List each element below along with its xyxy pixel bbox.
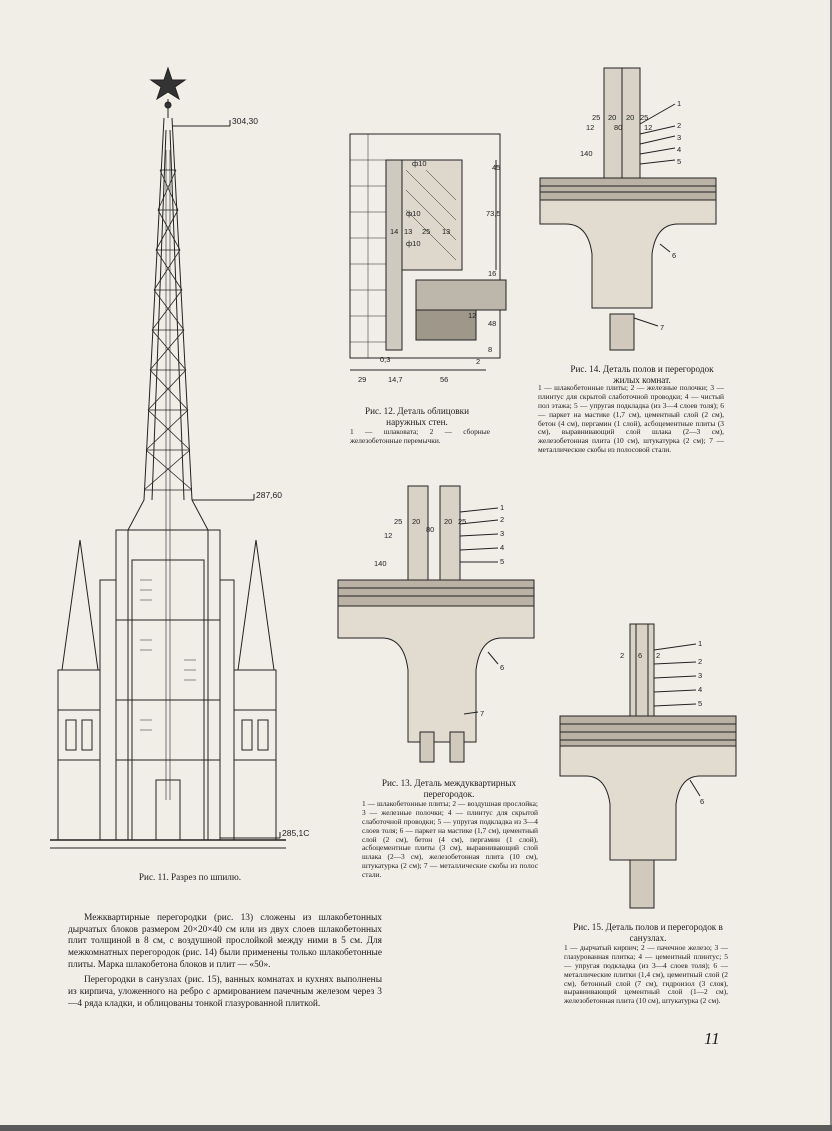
fig12-dim-17: 14,7 bbox=[388, 375, 403, 384]
fig12-dim-5: ф10 bbox=[406, 239, 421, 248]
fig12-dim-6: 14 bbox=[390, 227, 398, 236]
fig12-legend: 1 — шлаковата; 2 — сборные железобетонны… bbox=[350, 427, 490, 445]
fig13-dim-7: 140 bbox=[374, 559, 387, 568]
fig12-dim-11: 12 bbox=[468, 311, 476, 320]
fig12-dim-4: ф10 bbox=[406, 209, 421, 218]
body-paragraph-2: Перегородки в санузлах (рис. 15), ванных… bbox=[68, 975, 382, 1009]
svg-text:4: 4 bbox=[677, 145, 681, 154]
fig14-dim-4: 25 bbox=[640, 113, 648, 122]
fig14-dim-6: 80 bbox=[614, 123, 622, 132]
fig11-caption: Рис. 11. Разрез по шпилю. bbox=[138, 872, 242, 882]
fig13-legend: 1 — шлакобетонные плиты; 2 — воздушная п… bbox=[362, 799, 538, 879]
fig15-dim-2: 6 bbox=[638, 651, 642, 660]
svg-text:3: 3 bbox=[677, 133, 681, 142]
fig12-dim-12: 48 bbox=[488, 319, 496, 328]
svg-text:2: 2 bbox=[500, 515, 504, 524]
svg-text:4: 4 bbox=[500, 543, 504, 552]
fig14-dim-1: 25 bbox=[592, 113, 600, 122]
fig14-caption: Рис. 14. Деталь полов и перегородок жилы… bbox=[570, 364, 714, 385]
fig12-dim-14: 8 bbox=[488, 345, 492, 354]
body-text: Межквартирные перегородки (рис. 13) слож… bbox=[68, 913, 382, 1014]
fig12-caption: Рис. 12. Деталь облицовки наружных стен. bbox=[364, 406, 470, 427]
svg-text:7: 7 bbox=[480, 709, 484, 718]
svg-text:5: 5 bbox=[698, 699, 702, 708]
fig14-legend: 1 — шлакобетонные плиты; 2 — железные по… bbox=[538, 383, 724, 455]
fig12-cladding-drawing: ф10 45 73,5 ф10 ф10 14 13 25 13 16 12 48… bbox=[349, 133, 507, 384]
fig11-mark-mid: 287,60 bbox=[256, 490, 282, 500]
fig15-sanitary-drawing: 1 2 3 4 5 6 2 6 2 bbox=[559, 623, 737, 909]
fig13-dim-5: 25 bbox=[458, 517, 466, 526]
fig15-legend: 1 — дырчатый кирпич; 2 — пачечное железо… bbox=[564, 943, 728, 1006]
fig11-mark-base: 285,1C bbox=[282, 828, 309, 838]
fig12-dim-15: 29 bbox=[358, 375, 366, 384]
page-edge bbox=[830, 0, 832, 1131]
fig14-dim-3: 20 bbox=[626, 113, 634, 122]
fig12-dim-18: 56 bbox=[440, 375, 448, 384]
svg-text:1: 1 bbox=[500, 503, 504, 512]
fig12-dim-13: 2 bbox=[476, 357, 480, 366]
fig13-dim-4: 20 bbox=[444, 517, 452, 526]
fig11-mark-top: 304,30 bbox=[232, 116, 258, 126]
svg-text:5: 5 bbox=[500, 557, 504, 566]
scan-bottom-strip bbox=[0, 1125, 832, 1131]
fig14-floor-drawing: 12 34 56 7 25 20 20 25 12 80 12 140 bbox=[539, 67, 717, 351]
fig12-dim-10: 16 bbox=[488, 269, 496, 278]
fig12-dim-2: 45 bbox=[492, 163, 500, 172]
fig14-dim-2: 20 bbox=[608, 113, 616, 122]
fig13-dim-1: 25 bbox=[394, 517, 402, 526]
fig13-dim-6: 12 bbox=[384, 531, 392, 540]
fig12-dim-3: 73,5 bbox=[486, 209, 501, 218]
fig13-dim-3: 80 bbox=[426, 525, 434, 534]
fig15-dim-1: 2 bbox=[620, 651, 624, 660]
fig12-dim-7: 13 bbox=[404, 227, 412, 236]
svg-text:7: 7 bbox=[660, 323, 664, 332]
svg-text:2: 2 bbox=[698, 657, 702, 666]
svg-text:3: 3 bbox=[698, 671, 702, 680]
svg-text:4: 4 bbox=[698, 685, 702, 694]
svg-text:1: 1 bbox=[698, 639, 702, 648]
fig13-dim-2: 20 bbox=[412, 517, 420, 526]
fig12-dim-9: 13 bbox=[442, 227, 450, 236]
page-number: 11 bbox=[704, 1029, 720, 1048]
svg-text:1: 1 bbox=[677, 99, 681, 108]
svg-text:6: 6 bbox=[700, 797, 704, 806]
fig12-dim-1: ф10 bbox=[412, 159, 427, 168]
fig12-dim-8: 25 bbox=[422, 227, 430, 236]
svg-text:3: 3 bbox=[500, 529, 504, 538]
svg-text:6: 6 bbox=[500, 663, 504, 672]
svg-text:2: 2 bbox=[677, 121, 681, 130]
fig15-dim-3: 2 bbox=[656, 651, 660, 660]
fig14-dim-5: 12 bbox=[586, 123, 594, 132]
svg-text:5: 5 bbox=[677, 157, 681, 166]
fig14-dim-7: 12 bbox=[644, 123, 652, 132]
svg-text:6: 6 bbox=[672, 251, 676, 260]
fig13-partition-drawing: 12 34 56 7 25 20 80 20 25 12 140 bbox=[337, 485, 535, 763]
fig11-spire-drawing: 304,30 287,60 285,1C bbox=[50, 66, 309, 849]
fig12-dim-16: 0,3 bbox=[380, 355, 390, 364]
fig13-caption: Рис. 13. Деталь междуквартирных перегоро… bbox=[381, 778, 517, 799]
fig14-dim-8: 140 bbox=[580, 149, 593, 158]
fig15-caption: Рис. 15. Деталь полов и перегородок в са… bbox=[573, 922, 723, 943]
body-paragraph-1: Межквартирные перегородки (рис. 13) слож… bbox=[68, 913, 382, 970]
